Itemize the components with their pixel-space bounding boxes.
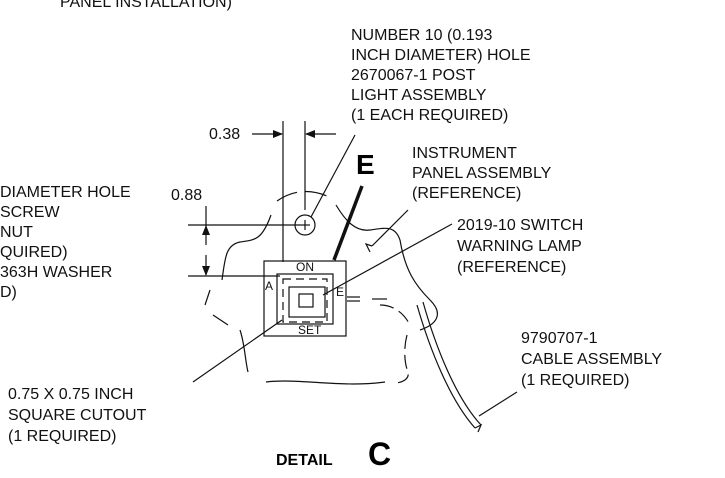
header-fragment: PANEL INSTALLATION)	[60, 0, 232, 11]
callout-instrument-panel-line: INSTRUMENT	[412, 145, 517, 162]
switch-label-e: E	[336, 285, 345, 299]
detail-letter: C	[368, 436, 392, 472]
panel-edge	[335, 204, 401, 241]
callout-left-hole-line: 363H WASHER	[0, 264, 113, 281]
callout-post-light-line: LIGHT ASSEMBLY	[351, 87, 487, 104]
switch-lamp-core	[298, 293, 314, 308]
leader-line	[371, 209, 409, 247]
switch-lamp	[288, 286, 326, 318]
hidden-edge	[394, 334, 409, 384]
panel-edge	[221, 214, 272, 281]
switch-label-a: A	[265, 279, 274, 293]
view-line	[332, 185, 364, 261]
callout-switch-line: (REFERENCE)	[457, 259, 567, 276]
leader-line	[192, 319, 283, 383]
callout-cutout-line: 0.75 X 0.75 INCH	[8, 386, 134, 403]
cable	[422, 301, 482, 426]
callout-left-hole-line: NUT	[0, 224, 33, 241]
view-marker: E	[356, 149, 375, 180]
panel-edge	[399, 239, 438, 331]
callout-left-hole-line: D)	[0, 284, 17, 301]
leader-hook	[364, 242, 373, 253]
callout-post-light-line: NUMBER 10 (0.193	[351, 27, 493, 44]
callout-cutout-line: SQUARE CUTOUT	[8, 407, 147, 424]
panel-edge	[265, 380, 386, 385]
hidden-arc	[276, 190, 328, 202]
callout-cable-line: CABLE ASSEMBLY	[521, 351, 663, 368]
leader-line	[310, 134, 356, 218]
callout-switch-line: WARNING LAMP	[457, 238, 582, 255]
callout-instrument-panel-line: (REFERENCE)	[412, 185, 522, 202]
dimension-vertical-label: 0.88	[171, 187, 203, 204]
hidden-edge	[379, 304, 411, 326]
callout-left-hole-line: SCREW	[0, 204, 60, 221]
detail-word: DETAIL	[276, 452, 333, 469]
switch-label-set: SET	[298, 323, 322, 337]
cable-end	[474, 423, 483, 433]
callout-post-light-line: INCH DIAMETER) HOLE	[351, 47, 531, 64]
switch-body	[263, 260, 347, 337]
callout-post-light-line: 2670067-1 POST	[351, 67, 476, 84]
callout-left-hole-line: QUIRED)	[0, 244, 68, 261]
callout-instrument-panel-line: PANEL ASSEMBLY	[412, 165, 552, 182]
callout-left-hole-line: DIAMETER HOLE	[0, 184, 131, 201]
post-light-hole	[294, 214, 316, 236]
switch-bezel	[276, 273, 334, 325]
callout-cable-line: 9790707-1	[521, 330, 598, 347]
callout-cutout-line: (1 REQUIRED)	[8, 428, 117, 445]
callout-post-light-line: (1 EACH REQUIRED)	[351, 107, 509, 124]
leader-line	[478, 391, 518, 417]
switch-label-on: ON	[296, 260, 314, 274]
cable	[416, 304, 476, 429]
callout-cable-line: (1 REQUIRED)	[521, 372, 630, 389]
dimension-horizontal-label: 0.38	[209, 126, 241, 143]
switch-inner-dashed	[282, 278, 328, 323]
panel-edge	[204, 289, 249, 373]
leader-line	[322, 223, 453, 296]
callout-switch-line: 2019-10 SWITCH	[457, 217, 584, 234]
